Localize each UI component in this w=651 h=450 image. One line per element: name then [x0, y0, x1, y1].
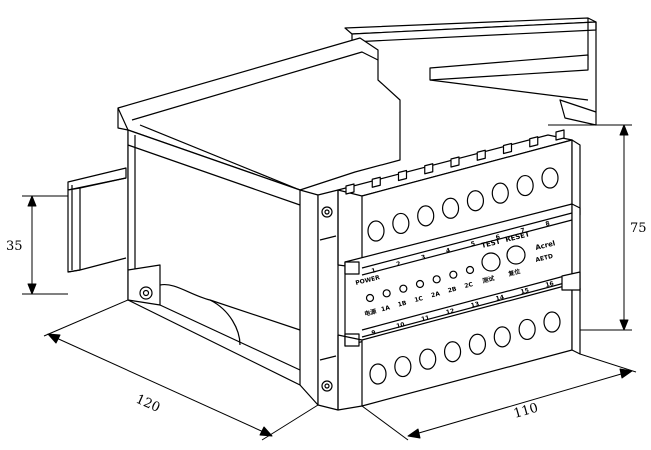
terminal-screw-top [367, 220, 385, 242]
terminal-screw-top [466, 190, 485, 212]
terminal-screw-bottom [419, 348, 437, 370]
top-terminal-block [337, 129, 581, 269]
indicator-led [415, 279, 425, 289]
indicator-led [382, 289, 391, 298]
test-button[interactable] [481, 252, 501, 272]
terminal-screw-bottom [518, 318, 536, 341]
terminal-screw-top [441, 197, 460, 219]
terminal-number-bottom: 11 [421, 314, 431, 323]
flange-screw-top [321, 206, 333, 218]
dimension-depth: 120 [133, 392, 162, 416]
terminal-screw-top [516, 174, 534, 197]
terminal-number-top: 1 [371, 267, 377, 275]
dimension-width: 110 [512, 401, 540, 422]
terminal-screw-bottom [394, 355, 412, 378]
terminal-number-bottom: 12 [445, 308, 455, 317]
terminal-screw-top [417, 205, 435, 227]
terminal-screw-bottom [543, 311, 561, 333]
indicator-led [399, 284, 408, 293]
indicator-label: 1A [380, 304, 391, 313]
terminal-number-bottom: 9 [371, 329, 377, 337]
terminal-number-bottom: 13 [470, 301, 480, 310]
terminal-number-top: 5 [470, 240, 476, 248]
dimension-height-right: 75 [630, 221, 647, 236]
reset-button[interactable] [506, 245, 526, 265]
terminal-tooth [345, 183, 355, 195]
indicator-label: 2C [464, 281, 475, 290]
front-flange [317, 189, 339, 411]
indicator-led [365, 293, 375, 303]
terminal-screw-bottom [493, 326, 511, 348]
device-body [117, 37, 401, 406]
terminal-tooth [555, 129, 565, 141]
terminal-number-bottom: 16 [545, 280, 555, 289]
terminal-screw-bottom [443, 341, 462, 363]
indicator-led [432, 275, 441, 284]
terminal-number-bottom: 15 [520, 287, 530, 296]
indicator-label: 1B [397, 300, 408, 309]
indicator-label: 2A [430, 290, 441, 299]
indicator-label: 电源 [364, 307, 378, 318]
terminal-number-top: 4 [445, 247, 451, 255]
terminal-tooth [397, 169, 408, 182]
terminal-number-bottom: 10 [396, 321, 406, 330]
terminal-screw-top [392, 212, 410, 235]
test-sub-label: 测试 [482, 274, 496, 285]
terminal-tooth [529, 136, 539, 148]
terminal-screw-bottom [468, 333, 487, 355]
terminal-number-top: 2 [396, 260, 402, 268]
dimension-height-left: 35 [6, 239, 23, 254]
flange-screw-bottom [321, 380, 333, 392]
terminal-tooth [476, 149, 486, 161]
indicator-led [465, 265, 475, 275]
terminal-number-top: 6 [495, 234, 501, 242]
terminal-number-top: 7 [520, 227, 526, 235]
terminal-tooth [450, 156, 460, 168]
terminal-number-top: 3 [421, 254, 427, 262]
model-label: AETD [535, 253, 554, 264]
din-rail-front [67, 167, 127, 273]
reset-sub-label: 复位 [507, 267, 522, 278]
terminal-screw-top [491, 182, 509, 204]
bottom-terminal-block [337, 271, 581, 411]
din-rail-back [344, 17, 597, 126]
indicator-label: 1C [414, 295, 425, 304]
terminal-number-top: 8 [545, 220, 551, 228]
dimension-lines [22, 124, 637, 441]
indicator-label: 2B [447, 286, 458, 295]
terminal-tooth [371, 176, 381, 188]
indicator-led [449, 270, 458, 279]
terminal-screw-bottom [369, 363, 387, 385]
terminal-tooth [424, 163, 434, 175]
terminal-number-bottom: 14 [495, 294, 505, 303]
terminal-tooth [502, 142, 513, 155]
terminal-screw-top [541, 167, 559, 189]
